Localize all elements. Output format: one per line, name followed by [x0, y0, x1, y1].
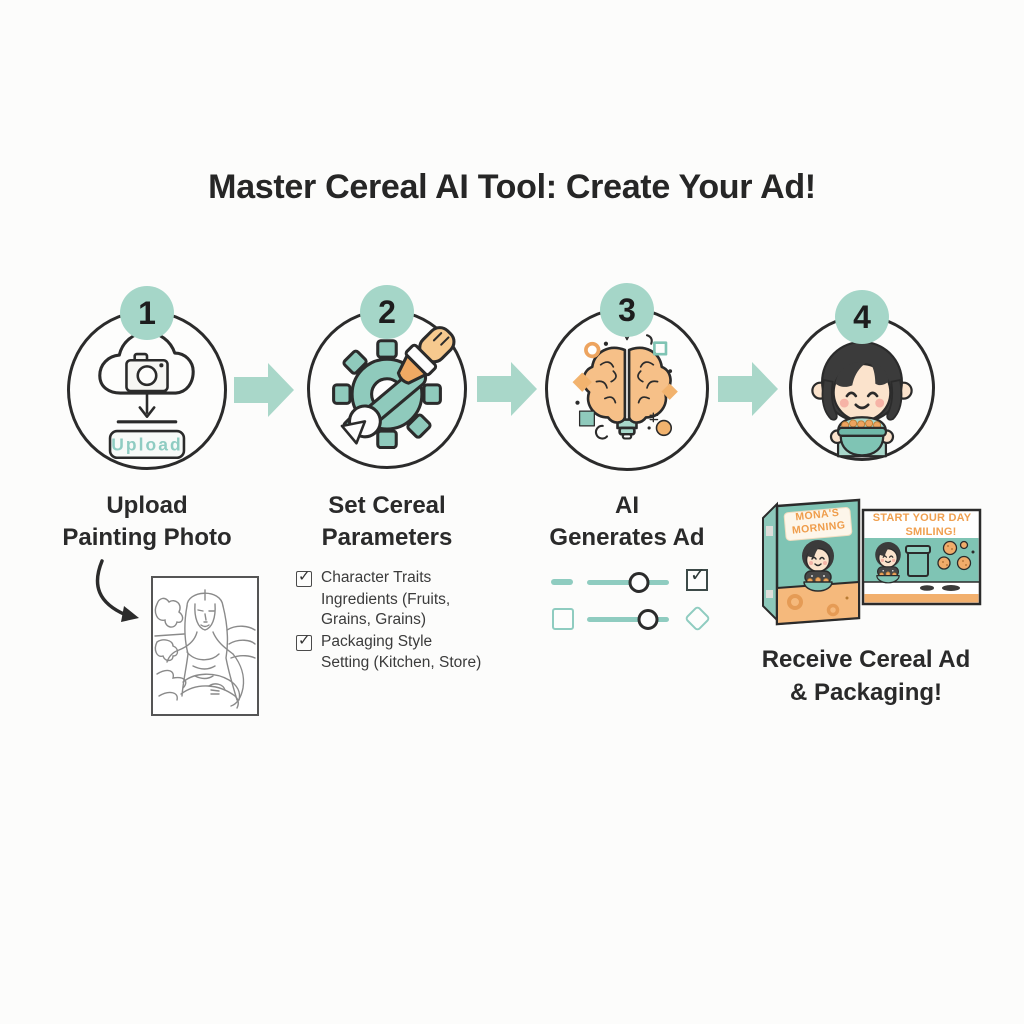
parameter-checklist: Character Traits Ingredients (Fruits, Gr…: [296, 567, 496, 675]
slider-row: [540, 564, 716, 601]
ad-banner-headline: START YOUR DAY SMILING!: [872, 512, 972, 538]
indent-spacer: [296, 653, 321, 674]
cereal-packaging-mockup: [757, 486, 987, 636]
arrow-right-icon: [477, 362, 537, 416]
slider-track: [587, 608, 669, 630]
checked-checkbox-icon: [296, 567, 312, 588]
upload-button-label: Upload: [111, 435, 182, 455]
slider-knob: [628, 571, 650, 593]
step-1-badge: 1: [120, 286, 174, 340]
step-3-circle: [545, 307, 709, 471]
indent-spacer: [296, 590, 321, 631]
checked-checkbox-icon: [296, 631, 312, 651]
checklist-item: Character Traits: [296, 567, 496, 589]
generation-sliders-panel: [540, 564, 716, 638]
step-2-label: Set Cereal Parameters: [321, 492, 453, 551]
step-3-badge: 3: [600, 283, 654, 337]
gear-wrench-brush-icon: [332, 326, 456, 450]
step-3-number: 3: [618, 291, 636, 328]
mona-lisa-sketch-drawing: [151, 576, 259, 716]
slider-knob: [637, 608, 659, 630]
slider-row: [540, 601, 716, 638]
checked-checkbox-icon: [686, 564, 708, 591]
step-1-number: 1: [138, 294, 156, 331]
brain-lightbulb-sparks-icon: [572, 321, 678, 440]
sparkle-diamond-icon: [684, 605, 711, 632]
arrow-right-icon: [234, 363, 294, 417]
checklist-item: Packaging Style: [296, 631, 496, 653]
result-label: Receive Cereal Ad & Packaging!: [761, 646, 971, 706]
cloud-camera-upload-icon: Upload: [98, 330, 195, 460]
step-2-badge: 2: [360, 285, 414, 339]
dash-icon: [551, 579, 573, 585]
arrow-right-icon: [718, 362, 778, 416]
step-3-label: AI Generates Ad: [549, 492, 705, 551]
cereal-box-and-ad-art: [762, 498, 982, 626]
step-4-badge: 4: [835, 290, 889, 344]
step-4-circle: [789, 315, 935, 461]
checklist-item: Ingredients (Fruits, Grains, Grains): [296, 590, 496, 631]
step-1-label: Upload Painting Photo: [62, 492, 232, 551]
checklist-item: Setting (Kitchen, Store): [296, 653, 496, 674]
girl-with-cereal-bowl-icon: [811, 340, 913, 458]
slider-track: [587, 571, 669, 593]
page-title: Master Cereal AI Tool: Create Your Ad!: [208, 168, 816, 206]
step-4-number: 4: [853, 298, 871, 335]
square-outline-icon: [552, 608, 574, 630]
mona-lisa-line-art: [154, 589, 256, 709]
step-2-number: 2: [378, 293, 396, 330]
curved-arrow-icon: [95, 559, 139, 622]
